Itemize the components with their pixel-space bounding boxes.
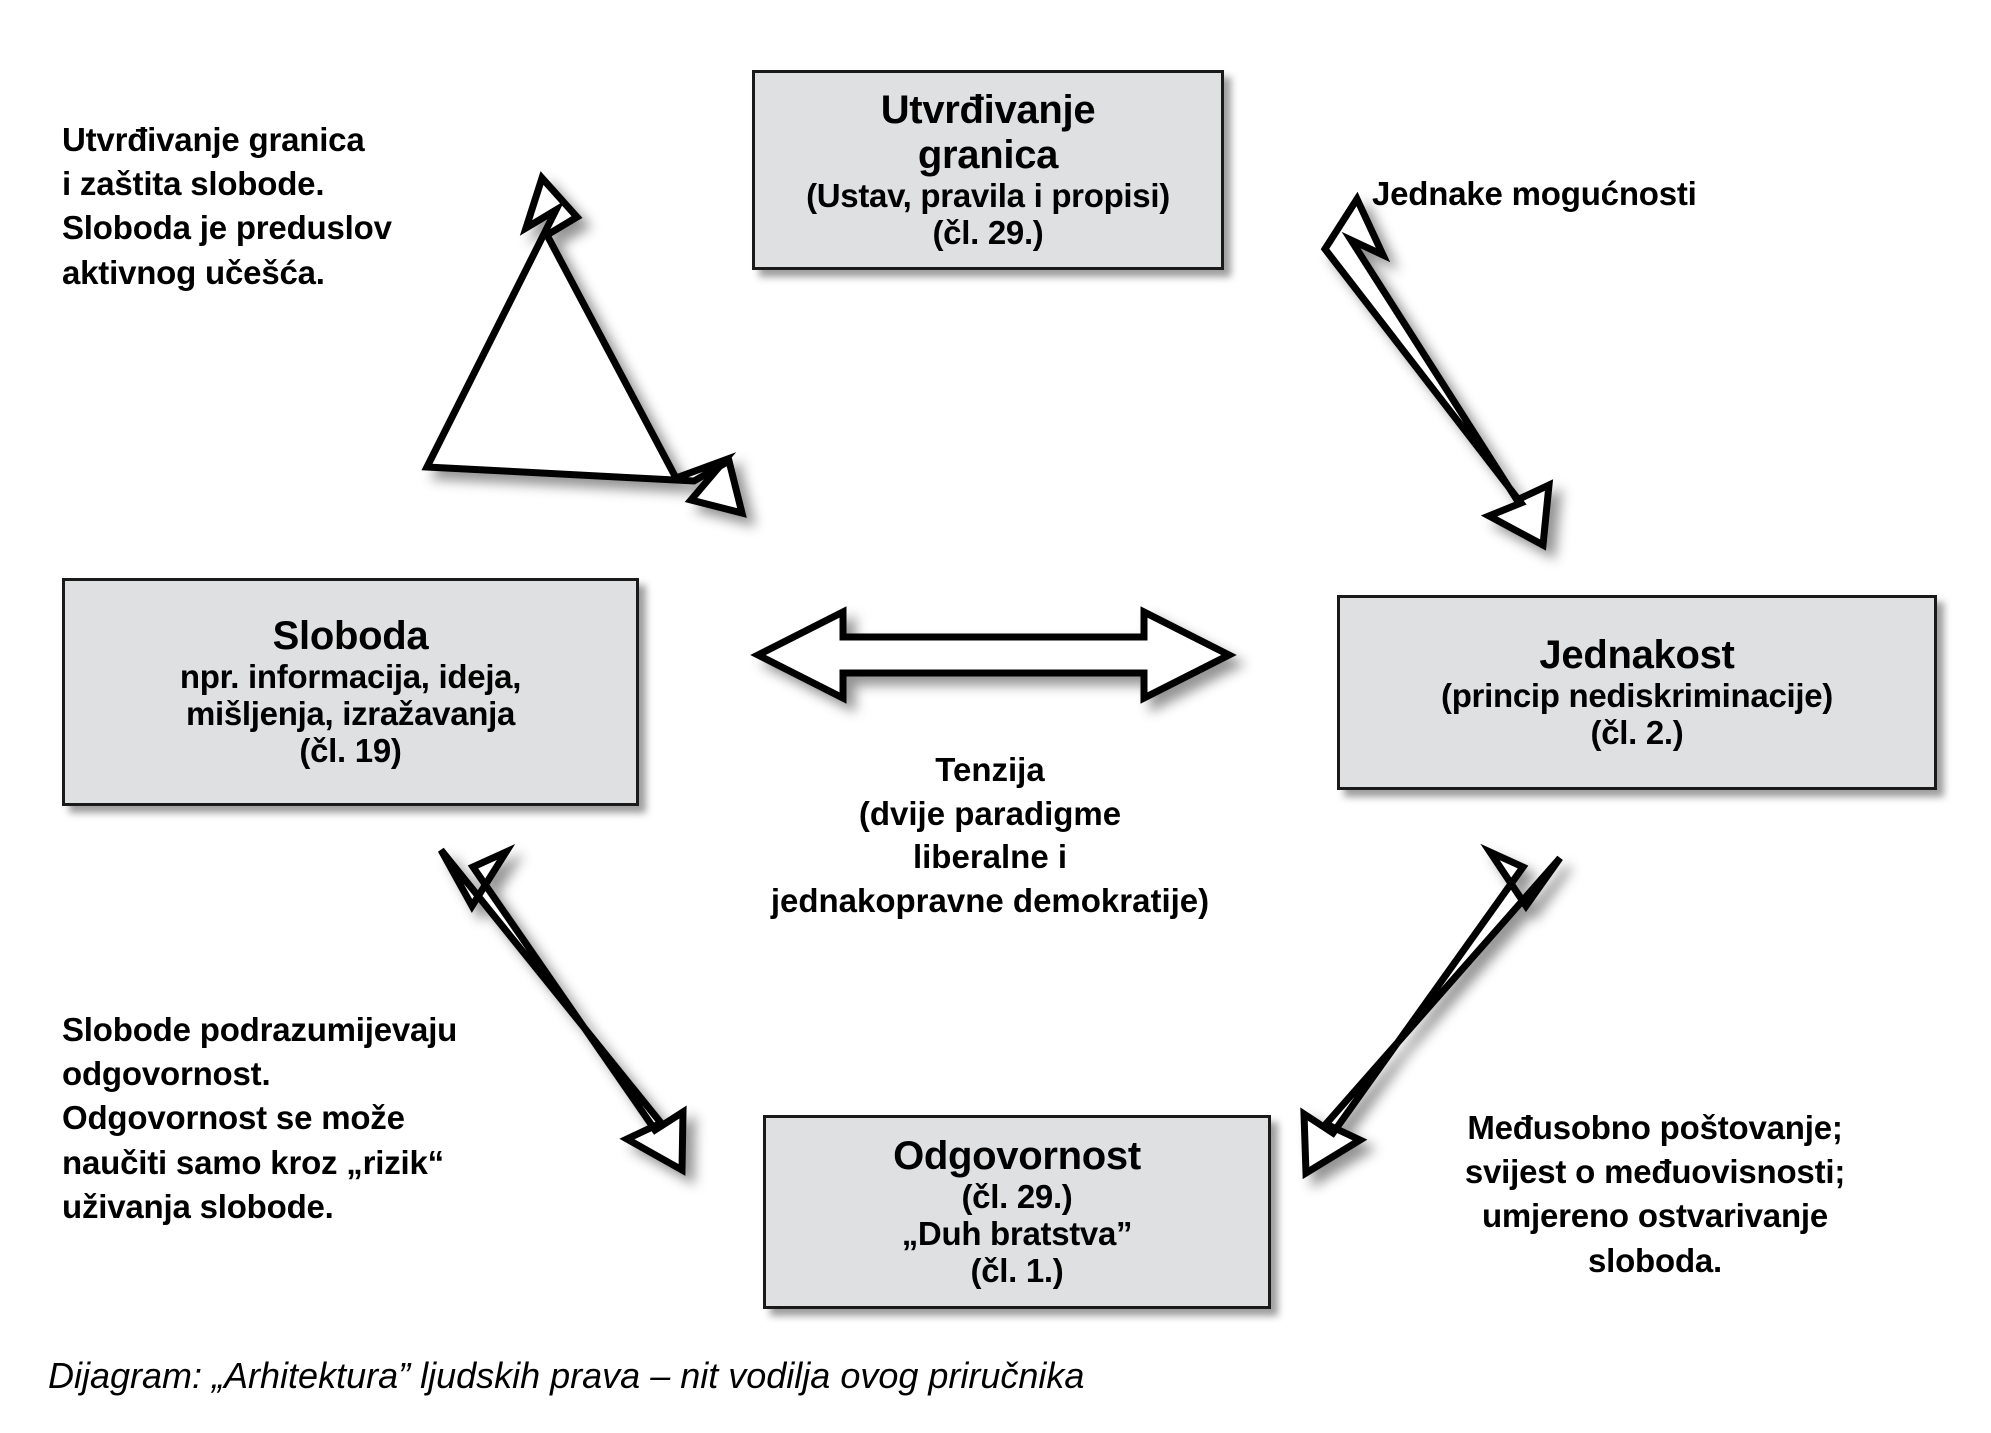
node-equality-title: Jednakost xyxy=(1539,633,1735,678)
node-responsibility-title: Odgovornost xyxy=(893,1134,1141,1179)
annotation-center-tension: Tenzija (dvije paradigme liberalne i jed… xyxy=(770,751,1210,919)
node-box-boundaries[interactable]: Utvrđivanje granica (Ustav, pravila i pr… xyxy=(752,70,1224,270)
node-box-equality[interactable]: Jednakost (princip nediskriminacije) (čl… xyxy=(1337,595,1937,790)
node-equality-line2: (čl. 2.) xyxy=(1590,713,1684,751)
node-responsibility-line2: „Duh bratstva” xyxy=(901,1214,1133,1252)
annotation-top-right: Jednake mogućnosti xyxy=(1372,175,1697,212)
node-freedom-line2: mišljenja, izražavanja xyxy=(185,694,516,732)
node-box-responsibility[interactable]: Odgovornost (čl. 29.) „Duh bratstva” (čl… xyxy=(763,1115,1271,1309)
annotation-bottom-right: Međusobno poštovanje; svijest o međuovis… xyxy=(1464,1109,1846,1279)
arrow-boundaries-equality xyxy=(1320,191,1554,551)
node-boundaries-title2: granica xyxy=(917,133,1059,178)
node-freedom-title: Sloboda xyxy=(272,614,429,659)
node-responsibility-line3: (čl. 1.) xyxy=(970,1251,1064,1289)
node-freedom-line1: npr. informacija, ideja, xyxy=(179,657,522,695)
annotation-bottom-left: Slobode podrazumijevaju odgovornost. Odg… xyxy=(62,1011,458,1225)
node-freedom-line3: (čl. 19) xyxy=(299,731,402,769)
diagram-caption: Dijagram: „Arhitektura” ljudskih prava –… xyxy=(48,1355,1085,1396)
node-box-freedom[interactable]: Sloboda npr. informacija, ideja, mišljen… xyxy=(62,578,639,806)
node-responsibility-line1: (čl. 29.) xyxy=(961,1177,1073,1215)
node-boundaries-line2: (čl. 29.) xyxy=(932,213,1044,251)
node-boundaries-line1: (Ustav, pravila i propisi) xyxy=(806,176,1170,214)
arrow-freedom-equality xyxy=(750,606,1237,704)
annotation-top-left: Utvrđivanje granica i zaštita slobode. S… xyxy=(62,121,392,291)
node-equality-line1: (princip nediskriminacije) xyxy=(1441,676,1833,714)
node-boundaries-title: Utvrđivanje xyxy=(880,88,1096,133)
